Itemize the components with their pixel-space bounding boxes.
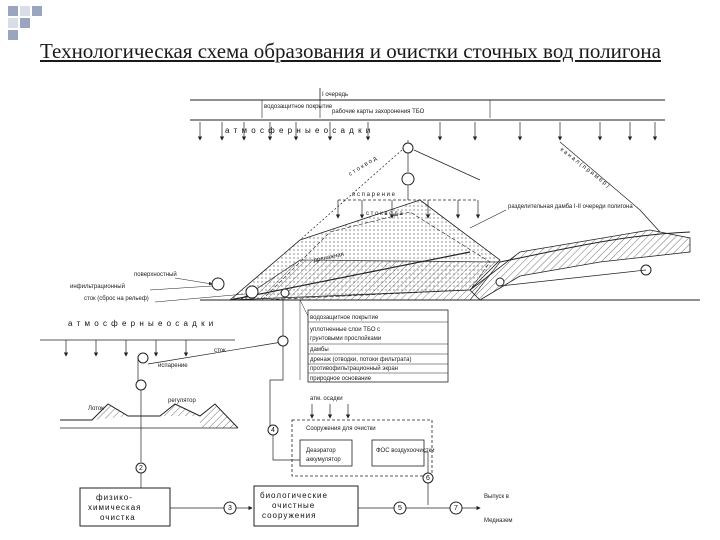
node-runoff-1: [211, 277, 225, 291]
legend-item: водозащитное покрытие: [310, 315, 379, 321]
box-filter-label: Деаэратор: [306, 448, 336, 454]
box-physchem-line1: физико-: [96, 493, 133, 502]
node-upper-1: [402, 142, 414, 154]
node-number-6: 6: [426, 475, 430, 482]
node-number-4: 4: [271, 427, 275, 434]
box-bio-line2: очистные: [272, 501, 315, 510]
treatment-header: Сооружения для очистки: [306, 426, 376, 432]
bullet-square: [20, 6, 30, 16]
slide-title: Технологическая схема образования и очис…: [40, 39, 661, 63]
node-runoff-4: [495, 277, 505, 287]
node-mid-1: [277, 335, 289, 347]
precipitation-top-label: а т м о с ф е р н ы е о с а д к и: [225, 126, 371, 135]
box-tank-label: ФОС воздухоочистки: [376, 448, 434, 454]
node-upper-2: [401, 172, 415, 186]
legend-item: противофильтрационный экран: [310, 365, 398, 372]
box-physchem: [79, 487, 171, 527]
discharge-line2: Медиазем: [484, 518, 513, 524]
bullet-square: [8, 18, 18, 28]
left-precip-arrows: [63, 340, 189, 357]
drain-small-label: сток: [214, 348, 226, 354]
box-filter: [299, 439, 353, 467]
zone-waterproof-label: водозащитное покрытие: [264, 104, 333, 110]
node-left-collector: [137, 352, 149, 364]
node-3: [223, 501, 237, 515]
regulator-label: регулятор: [168, 398, 196, 404]
landfill-body: [200, 199, 700, 301]
box-bio-line3: сооружения: [262, 511, 316, 520]
legend-box: водозащитное покрытие уплотненные слои Т…: [299, 299, 449, 383]
node-5: [393, 501, 407, 515]
box-tank: [371, 439, 425, 467]
top-header: I очередь водозащитное покрытие рабочие …: [190, 88, 665, 135]
bullet-square: [8, 6, 18, 16]
node-runoff-3: [280, 288, 290, 298]
precipitation-left-label: а т м о с ф е р н ы е о с а д к и: [68, 319, 214, 328]
legend-item: грунтовыми прослойками: [310, 335, 381, 342]
node-number-3: 3: [228, 505, 232, 512]
relief-runoff-label: сток (сброс на рельеф): [84, 296, 149, 302]
bullet-square: [20, 18, 30, 28]
node-runoff-2: [245, 285, 259, 299]
legend-item: дренаж (отводки, потоки фильтрата): [310, 357, 411, 363]
atm-small-label: атм. осадки: [310, 396, 343, 402]
slope-left-label: с т о к в о д: [348, 156, 379, 178]
box-physchem-line2: химическая: [88, 503, 142, 512]
precipitation-arrows: [197, 122, 658, 141]
pond-shape: [60, 403, 239, 429]
box-physchem-line3: очистка: [100, 513, 136, 522]
divider-dam-label: разделительная дамба I-II очереди полиго…: [508, 204, 633, 210]
interception-label: инфильтрационный: [70, 283, 125, 290]
box-bio: [253, 485, 359, 527]
surface-runoff-label: поверхностный: [134, 271, 177, 278]
pond-label: Лоток: [88, 406, 104, 412]
treatment-area: [291, 419, 433, 477]
treatment-precip-arrows: [309, 404, 351, 419]
bullet-square: [8, 30, 18, 40]
zone-working-label: рабочие карты захоронения ТБО: [332, 109, 425, 115]
infiltration-small-label: испарение: [158, 363, 188, 369]
evaporation-label: и с п а р е н и е: [352, 192, 396, 198]
bullet-square: [32, 6, 42, 16]
node-number-5: 5: [398, 505, 402, 512]
box-buffer-label: аккумулятор: [306, 457, 341, 463]
queue-label: I очередь: [322, 92, 348, 98]
legend-item: дамбы: [310, 347, 329, 353]
slope-right-label: к а н а л ( п р и м е р ): [559, 147, 611, 189]
node-number-2: 2: [139, 465, 143, 472]
process-links: [140, 346, 481, 511]
node-number-7: 7: [454, 505, 458, 512]
legend-item: уплотненные слои ТБО с: [310, 327, 380, 333]
discharge-line1: Выпуск в: [484, 494, 509, 500]
legend-item: природное основание: [310, 376, 372, 382]
node-7: [449, 501, 463, 515]
node-left-junction: [135, 379, 147, 391]
box-bio-line1: биологические: [260, 491, 328, 500]
